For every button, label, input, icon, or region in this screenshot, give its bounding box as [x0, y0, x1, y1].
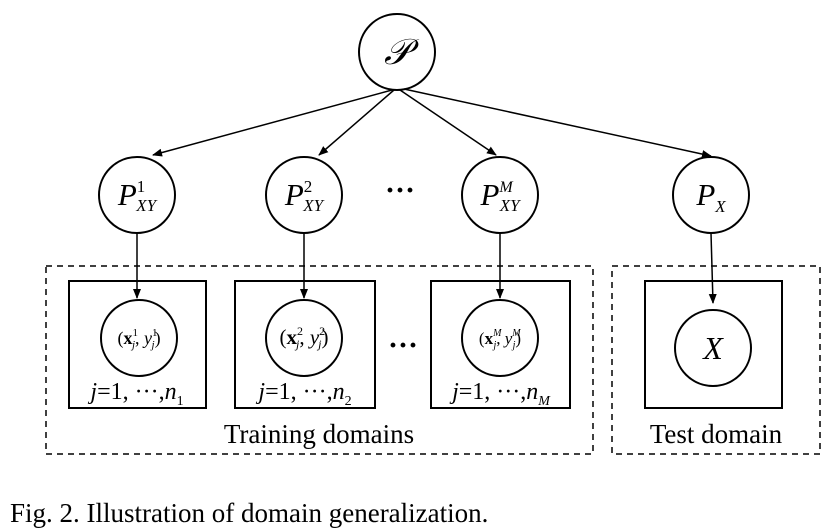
edge-test-dist-to-test-sample [708, 232, 717, 304]
test-sample-plate [644, 280, 783, 409]
plate-index-2: j=1, ···,n2 [255, 379, 351, 409]
figure-caption: Fig. 2. Illustration of domain generaliz… [10, 498, 489, 528]
plate-index-1: j=1, ···,n1 [87, 379, 183, 409]
dist-ellipsis: ··· [385, 174, 415, 207]
sample-plate-M [430, 280, 571, 409]
plate-index-M: j=1, ···,nM [449, 379, 551, 409]
edge-root-to-test-dist [403, 88, 712, 158]
test-sample-node-label: X [701, 330, 724, 366]
sample-ellipsis: ··· [388, 329, 418, 362]
edge-root-to-dist-M [399, 89, 497, 156]
root-node [358, 13, 436, 91]
sample-node-M [461, 299, 539, 377]
sample-plate-2 [234, 280, 376, 409]
edge-root-to-dist-2 [318, 89, 395, 156]
training-domains-box [45, 265, 594, 455]
training-domains-label: Training domains [224, 419, 414, 449]
edge-root-to-dist-1 [152, 89, 393, 157]
test-domain-label: Test domain [650, 419, 783, 449]
test-domain-box [611, 265, 821, 455]
test-sample-node [674, 309, 752, 387]
sample-node-1 [100, 299, 178, 377]
sample-node-2 [265, 299, 343, 377]
test-dist-node-label: PX [695, 177, 726, 216]
sample-plate-1 [68, 280, 207, 409]
